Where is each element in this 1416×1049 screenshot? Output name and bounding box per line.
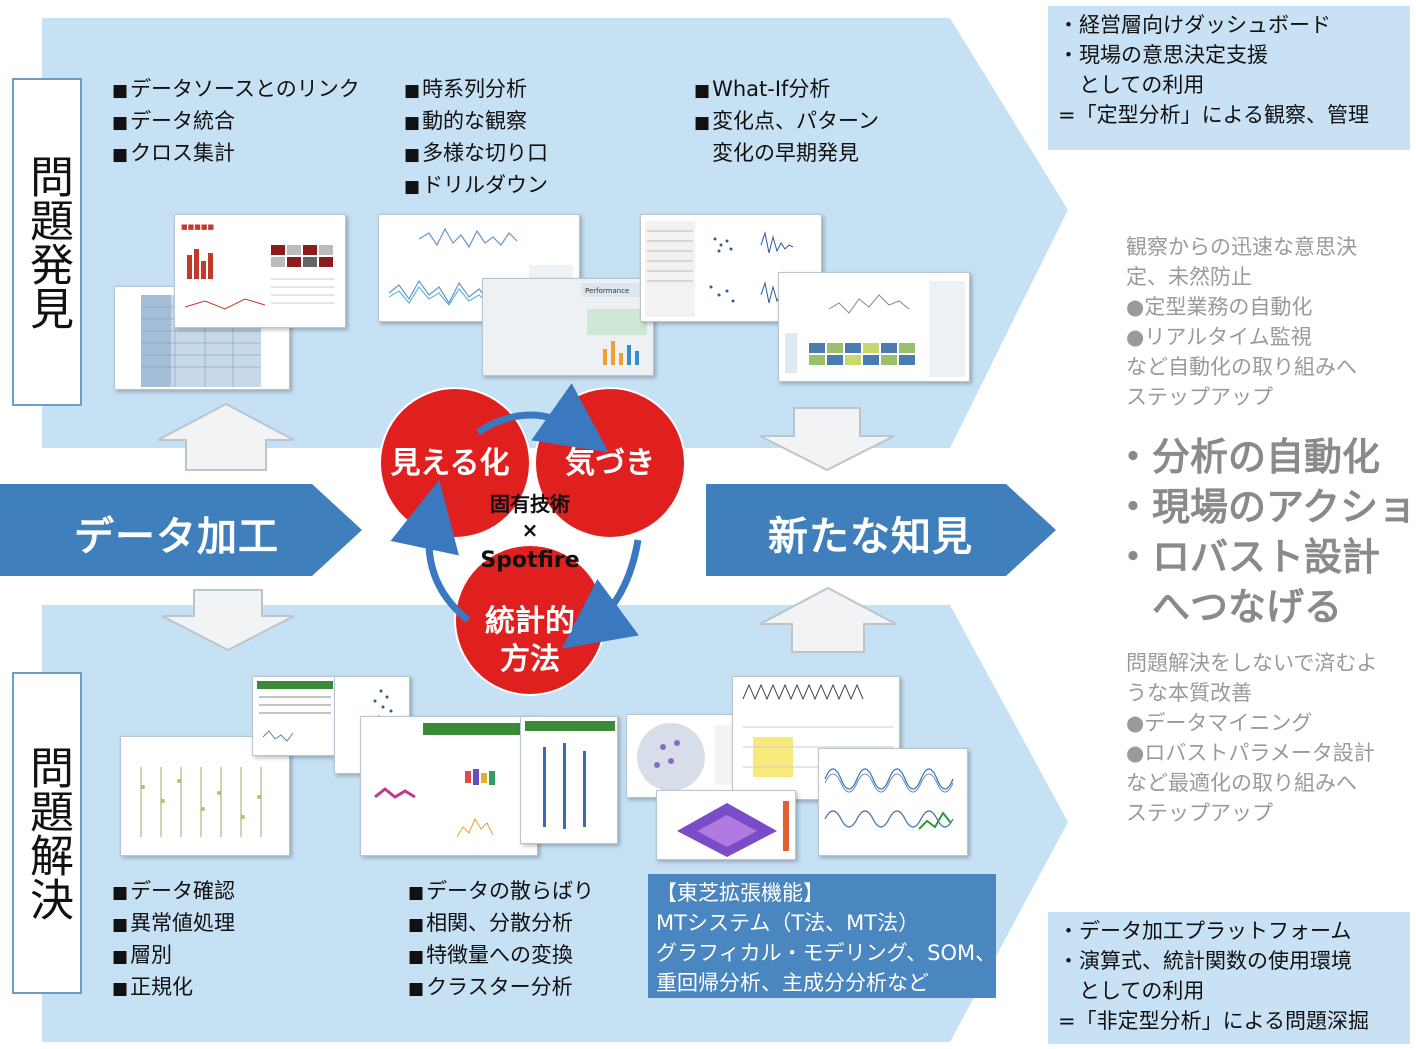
cycle-arrow-right [561, 539, 642, 649]
note-line: =「定型分析」による観察、管理 [1058, 103, 1369, 127]
down-arrow-bottom-left [161, 589, 295, 652]
list-item: 変化点、パターン [694, 106, 879, 138]
text-line: 問題解決をしないで済むよ [1126, 651, 1378, 675]
data-processing-arrow [0, 484, 362, 576]
note-line: ・経営層向けダッシュボード [1058, 13, 1331, 37]
list-item: データ確認 [112, 876, 235, 908]
svg-text:Performance: Performance [585, 287, 629, 295]
list-item: 特徴量への変換 [408, 940, 594, 972]
right-big-text: ・分析の自動化 ・現場のアクション ・ロバスト設計 へつなげる [1114, 432, 1416, 632]
core-times-label: × [521, 518, 539, 542]
list-item: データの散らばり [408, 876, 594, 908]
toshiba-line: 重回帰分析、主成分分析など [656, 971, 929, 995]
text-line: ステップアップ [1126, 385, 1273, 409]
list-item: データソースとのリンク [112, 74, 360, 106]
screenshot-dashboard: ■■■■■ [174, 214, 346, 328]
bottom-right-note: ・データ加工プラットフォーム ・演算式、統計関数の使用環境 としての利用 =「非… [1048, 912, 1410, 1044]
screenshot-violin [360, 716, 538, 856]
text-line: 定、未然防止 [1126, 265, 1252, 289]
text-line: ●定型業務の自動化 [1126, 295, 1313, 319]
screenshot-heatmap [778, 272, 970, 382]
list-item: 相関、分散分析 [408, 908, 594, 940]
screenshot-profile-lines [818, 748, 968, 856]
list-item: 異常値処理 [112, 908, 235, 940]
note-line: ・演算式、統計関数の使用環境 [1058, 949, 1352, 973]
list-item: 層別 [112, 940, 235, 972]
text-line: など最適化の取り組みへ [1126, 771, 1357, 795]
note-line: ・現場の意思決定支援 [1058, 43, 1268, 67]
big-line: ・ロバスト設計 [1114, 535, 1381, 579]
new-insight-arrow [706, 484, 1056, 576]
toshiba-line: MTシステム（T法、MT法） [656, 911, 920, 935]
screenshot-3d-surface [656, 790, 796, 860]
note-line: としての利用 [1058, 73, 1205, 97]
text-line: ●データマイニング [1126, 711, 1313, 735]
list-item: データ統合 [112, 106, 360, 138]
list-item: クラスター分析 [408, 972, 594, 1004]
list-item: 多様な切り口 [404, 138, 548, 170]
bottom-list-1: データ確認 異常値処理 層別 正規化 [112, 876, 235, 1004]
toshiba-line: 【東芝拡張機能】 [656, 881, 824, 905]
notice-label: 気づき [565, 446, 655, 481]
top-list-3: What-If分析 変化点、パターン 変化の早期発見 [694, 74, 879, 170]
screenshot-box-plots [252, 676, 336, 756]
new-insight-label: 新たな知見 [768, 514, 973, 560]
list-item: What-If分析 [694, 74, 879, 106]
top-list-2: 時系列分析 動的な観察 多様な切り口 ドリルダウン [404, 74, 548, 202]
up-arrow-bottom-right [759, 586, 897, 653]
text-line: ●リアルタイム監視 [1126, 325, 1312, 349]
list-item: 時系列分析 [404, 74, 548, 106]
big-line: ・分析の自動化 [1114, 435, 1381, 479]
text-line: など自動化の取り組みへ [1126, 355, 1357, 379]
note-line: =「非定型分析」による問題深掘 [1058, 1009, 1369, 1033]
data-processing-label: データ加工 [74, 514, 279, 560]
note-line: としての利用 [1058, 979, 1205, 1003]
up-arrow-top-left [157, 402, 295, 471]
toshiba-extension-box: 【東芝拡張機能】 MTシステム（T法、MT法） グラフィカル・モデリング、SOM… [648, 874, 996, 998]
down-arrow-top-right [759, 407, 895, 472]
list-item: 動的な観察 [404, 106, 548, 138]
text-line: ステップアップ [1126, 801, 1273, 825]
section-label-solution-text: 問題解決 [22, 745, 73, 921]
list-item: 正規化 [112, 972, 235, 1004]
statistics-label-1: 統計的 [485, 604, 575, 639]
list-item: ドリルダウン [404, 170, 548, 202]
big-line: へつなげる [1114, 585, 1343, 629]
text-line: 観察からの迅速な意思決 [1126, 235, 1357, 259]
core-tech-label: 固有技術 [490, 492, 570, 516]
cycle-arrow-top [476, 383, 609, 453]
text-line: ●ロバストパラメータ設計 [1126, 741, 1375, 765]
screenshot-multi-panel [120, 736, 290, 856]
visualize-label: 見える化 [390, 446, 510, 481]
svg-text:■■■■■: ■■■■■ [181, 223, 214, 231]
statistics-label-2: 方法 [500, 642, 560, 677]
right-upper-text: 観察からの迅速な意思決 定、未然防止 ●定型業務の自動化 ●リアルタイム監視 な… [1126, 232, 1357, 412]
toshiba-line: グラフィカル・モデリング、SOM、 [656, 941, 997, 965]
section-label-discovery-text: 問題発見 [22, 154, 73, 330]
text-line: うな本質改善 [1126, 681, 1252, 705]
top-list-1: データソースとのリンク データ統合 クロス集計 [112, 74, 360, 170]
section-label-discovery: 問題発見 [12, 78, 82, 406]
right-lower-text: 問題解決をしないで済むよ うな本質改善 ●データマイニング ●ロバストパラメータ… [1126, 648, 1377, 828]
cycle-arrow-left [390, 479, 471, 623]
screenshot-performance: Performance [482, 278, 654, 376]
screenshot-som [626, 714, 750, 798]
list-item: クロス集計 [112, 138, 360, 170]
core-spotfire-label: Spotfire [480, 548, 580, 573]
big-line: ・現場のアクション [1114, 485, 1416, 529]
top-right-note: ・経営層向けダッシュボード ・現場の意思決定支援 としての利用 =「定型分析」に… [1048, 6, 1410, 150]
screenshot-strip [520, 716, 618, 844]
section-label-solution: 問題解決 [12, 672, 82, 994]
list-item: 変化の早期発見 [712, 141, 860, 165]
bottom-list-2: データの散らばり 相関、分散分析 特徴量への変換 クラスター分析 [408, 876, 594, 1004]
note-line: ・データ加工プラットフォーム [1058, 919, 1352, 943]
